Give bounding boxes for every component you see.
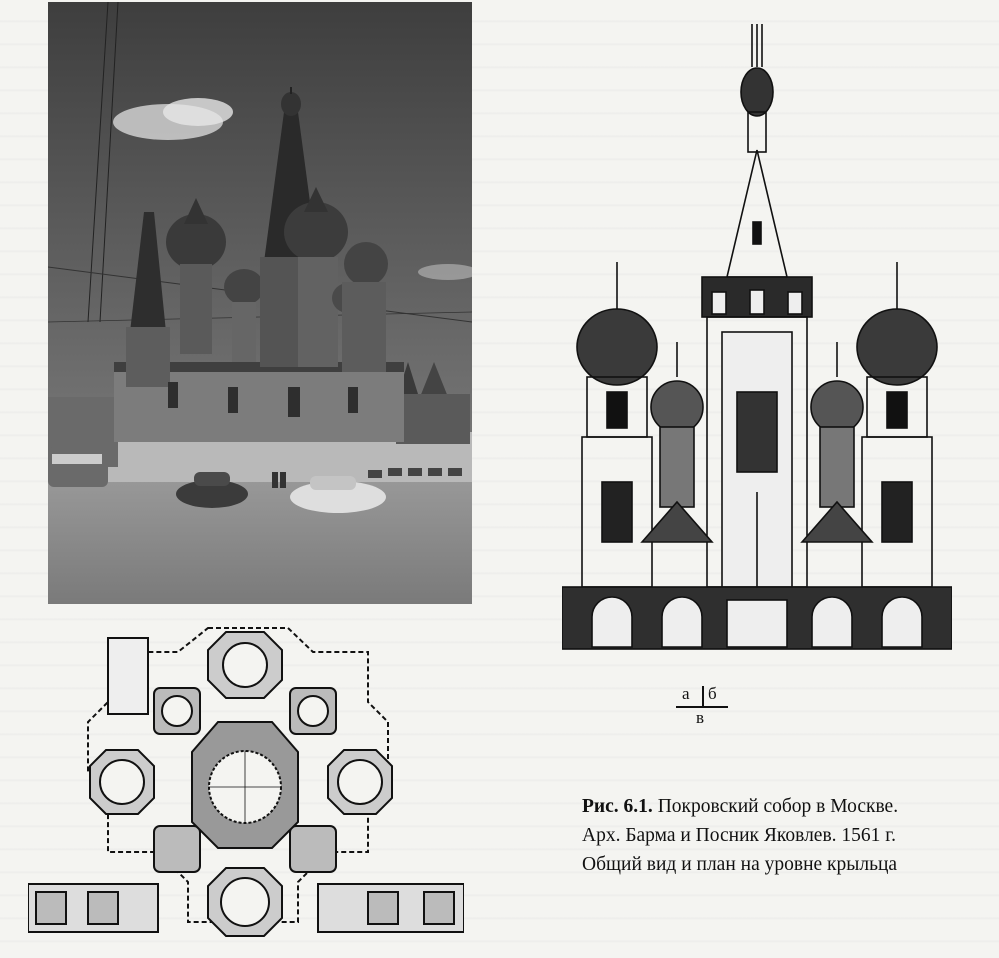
cathedral-photo bbox=[48, 2, 472, 604]
caption-line-3: Общий вид и план на уровне крыльца bbox=[582, 854, 898, 875]
figure-part-legend: а б в bbox=[676, 684, 732, 730]
caption-title: Покровский собор в Москве. bbox=[652, 796, 899, 817]
caption-line-2: Арх. Барма и Посник Яковлев. 1561 г. bbox=[582, 825, 896, 846]
caption-label: Рис. 6.1. bbox=[582, 796, 653, 817]
cathedral-floor-plan bbox=[28, 627, 464, 937]
cathedral-section-drawing bbox=[562, 24, 952, 650]
legend-divider-horizontal bbox=[676, 706, 728, 708]
figure-caption: Рис. 6.1. Покровский собор в Москве. Арх… bbox=[582, 792, 994, 879]
legend-label-a: а bbox=[682, 684, 690, 703]
legend-divider-vertical bbox=[702, 686, 704, 706]
legend-label-b: б bbox=[708, 684, 717, 703]
caption-line-1: Рис. 6.1. Покровский собор в Москве. bbox=[582, 792, 994, 821]
legend-label-v: в bbox=[696, 708, 705, 727]
